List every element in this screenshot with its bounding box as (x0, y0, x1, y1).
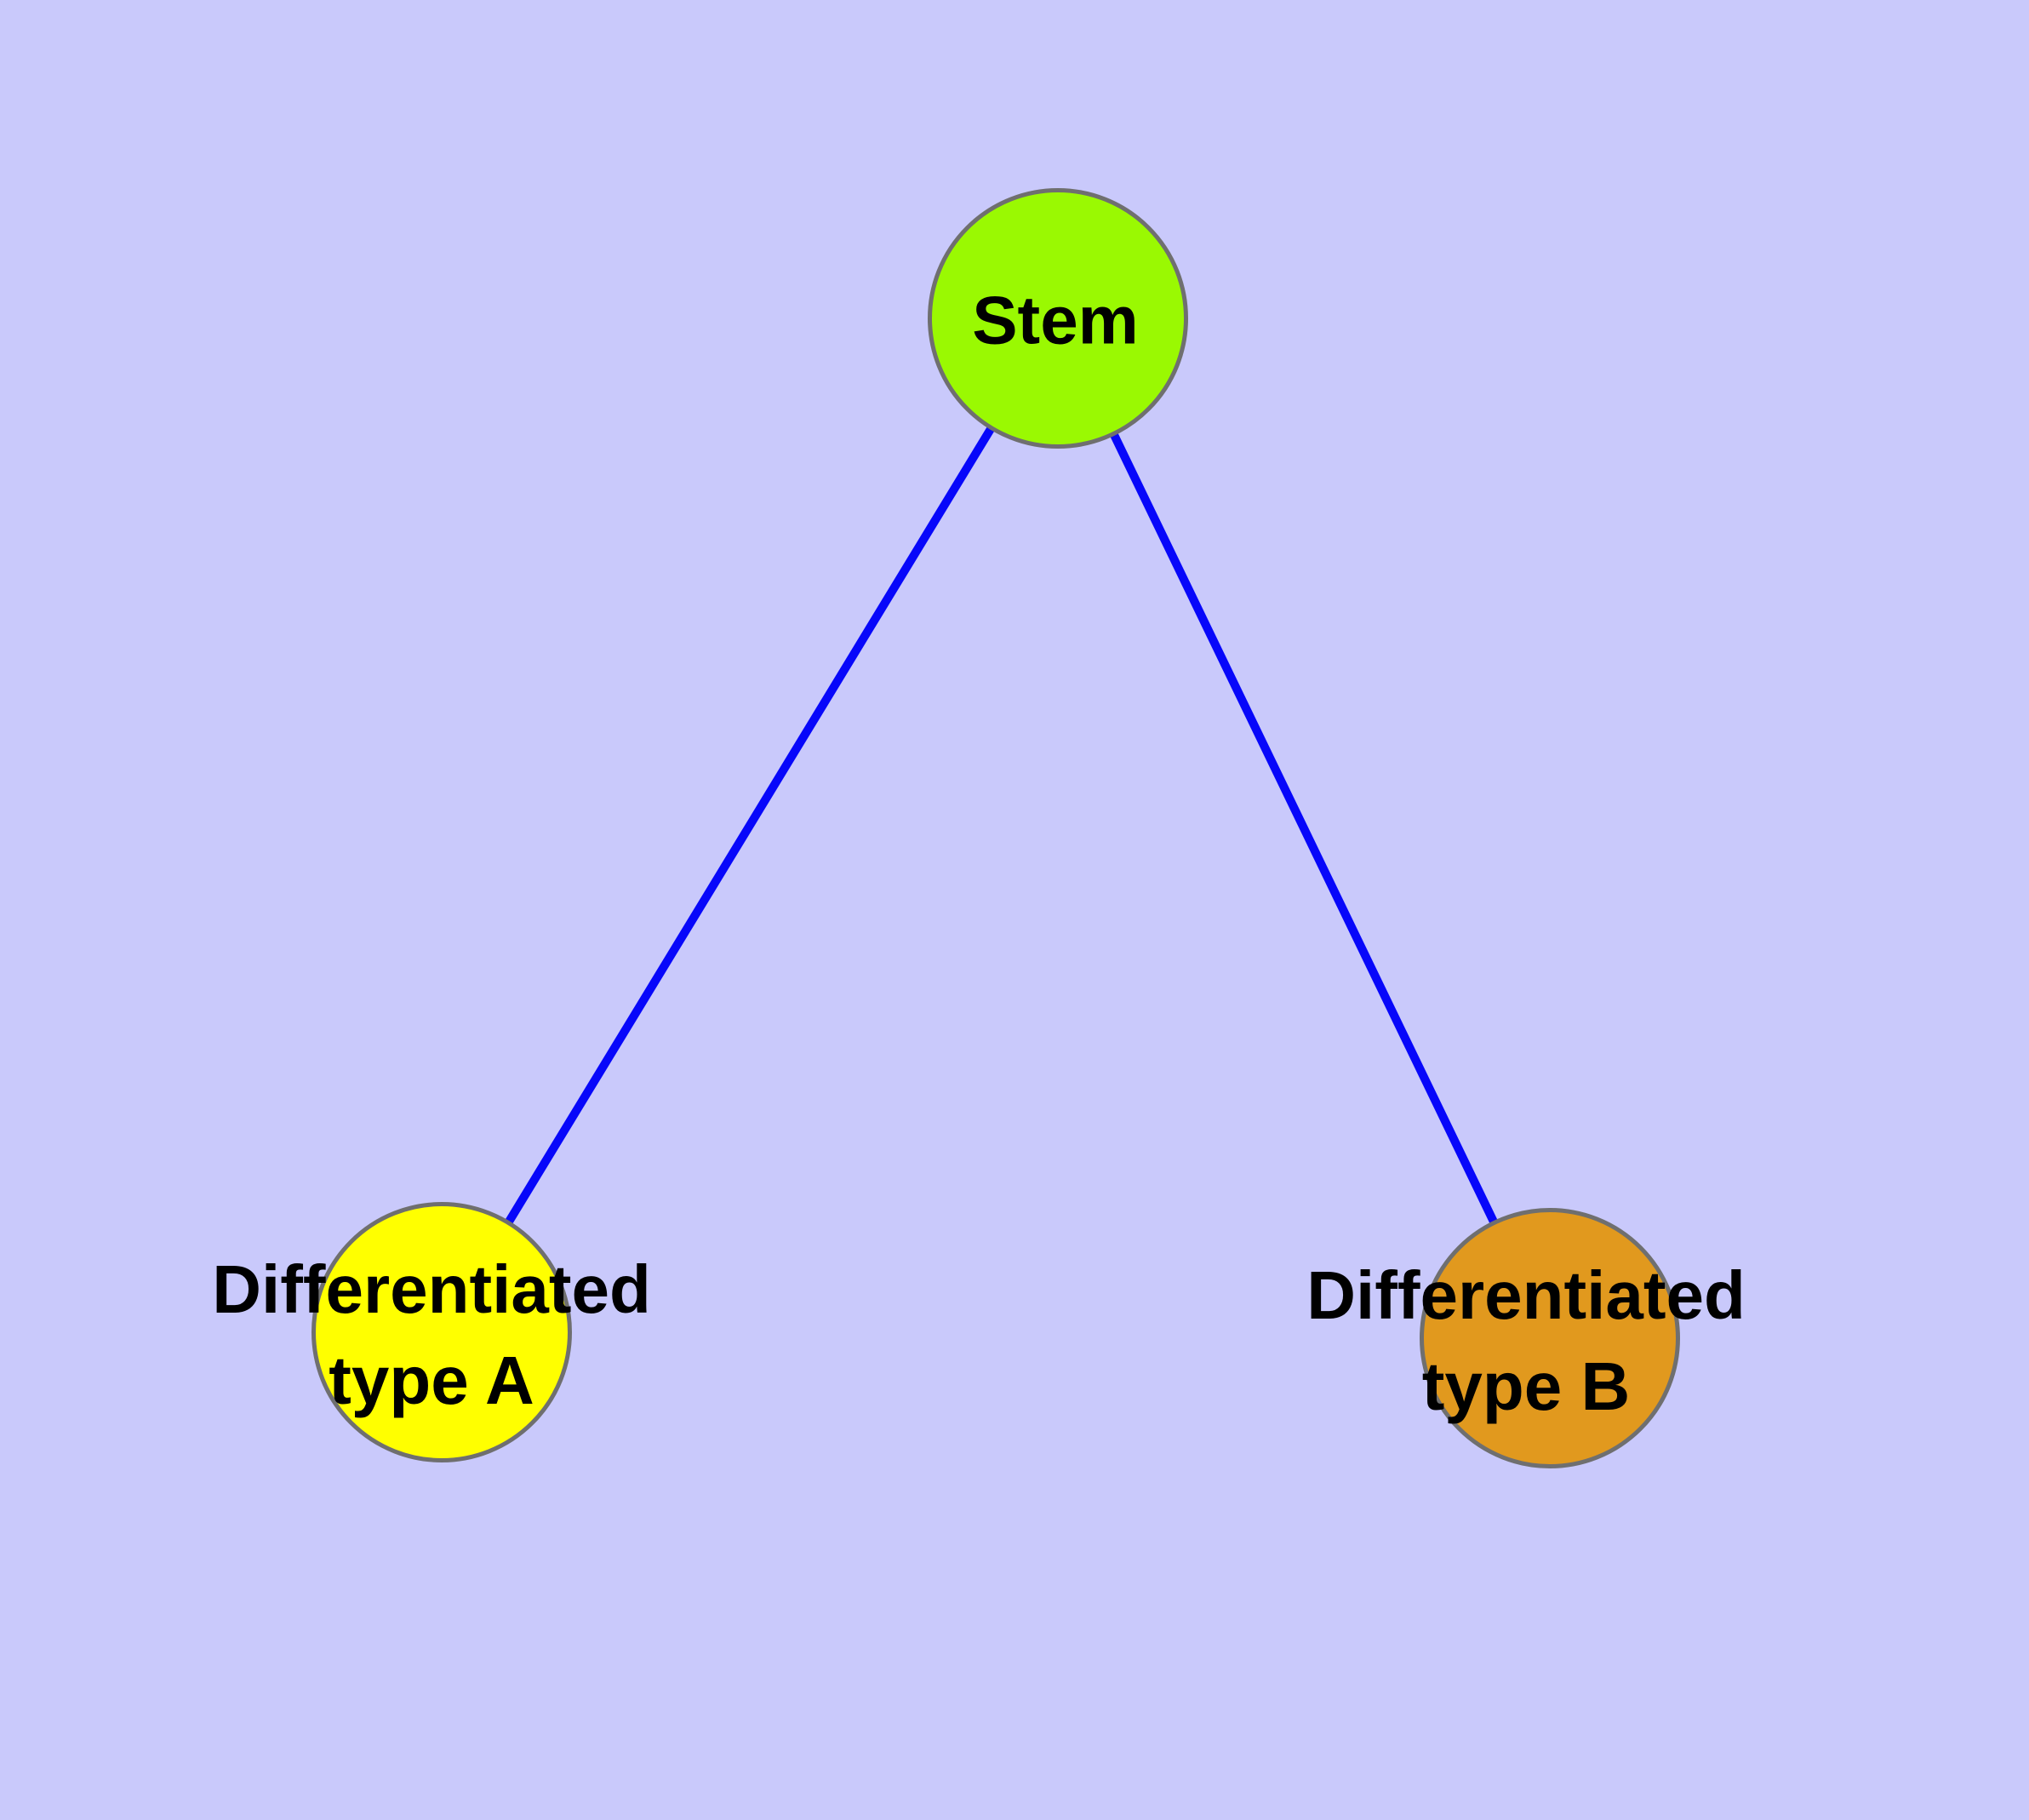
node-type-b-label: Differentiated type B (1306, 1250, 1746, 1432)
node-type-b-label-line-2: type B (1421, 1348, 1631, 1424)
node-stem-circle (928, 188, 1188, 449)
edge-stem-to-type-b (1054, 316, 1554, 1341)
node-stem-label: Stem (972, 275, 1139, 366)
node-type-b-label-line-1: Differentiated (1306, 1257, 1746, 1333)
node-type-a-label: Differentiated type A (212, 1244, 651, 1426)
node-type-a-label-line-2: type A (329, 1342, 534, 1418)
node-stem-label-line-1: Stem (972, 282, 1139, 358)
node-type-b-circle (1420, 1208, 1680, 1468)
edge-stem-to-type-a (437, 316, 1062, 1335)
node-type-a-circle (311, 1202, 572, 1462)
node-type-a-label-line-1: Differentiated (212, 1251, 651, 1327)
